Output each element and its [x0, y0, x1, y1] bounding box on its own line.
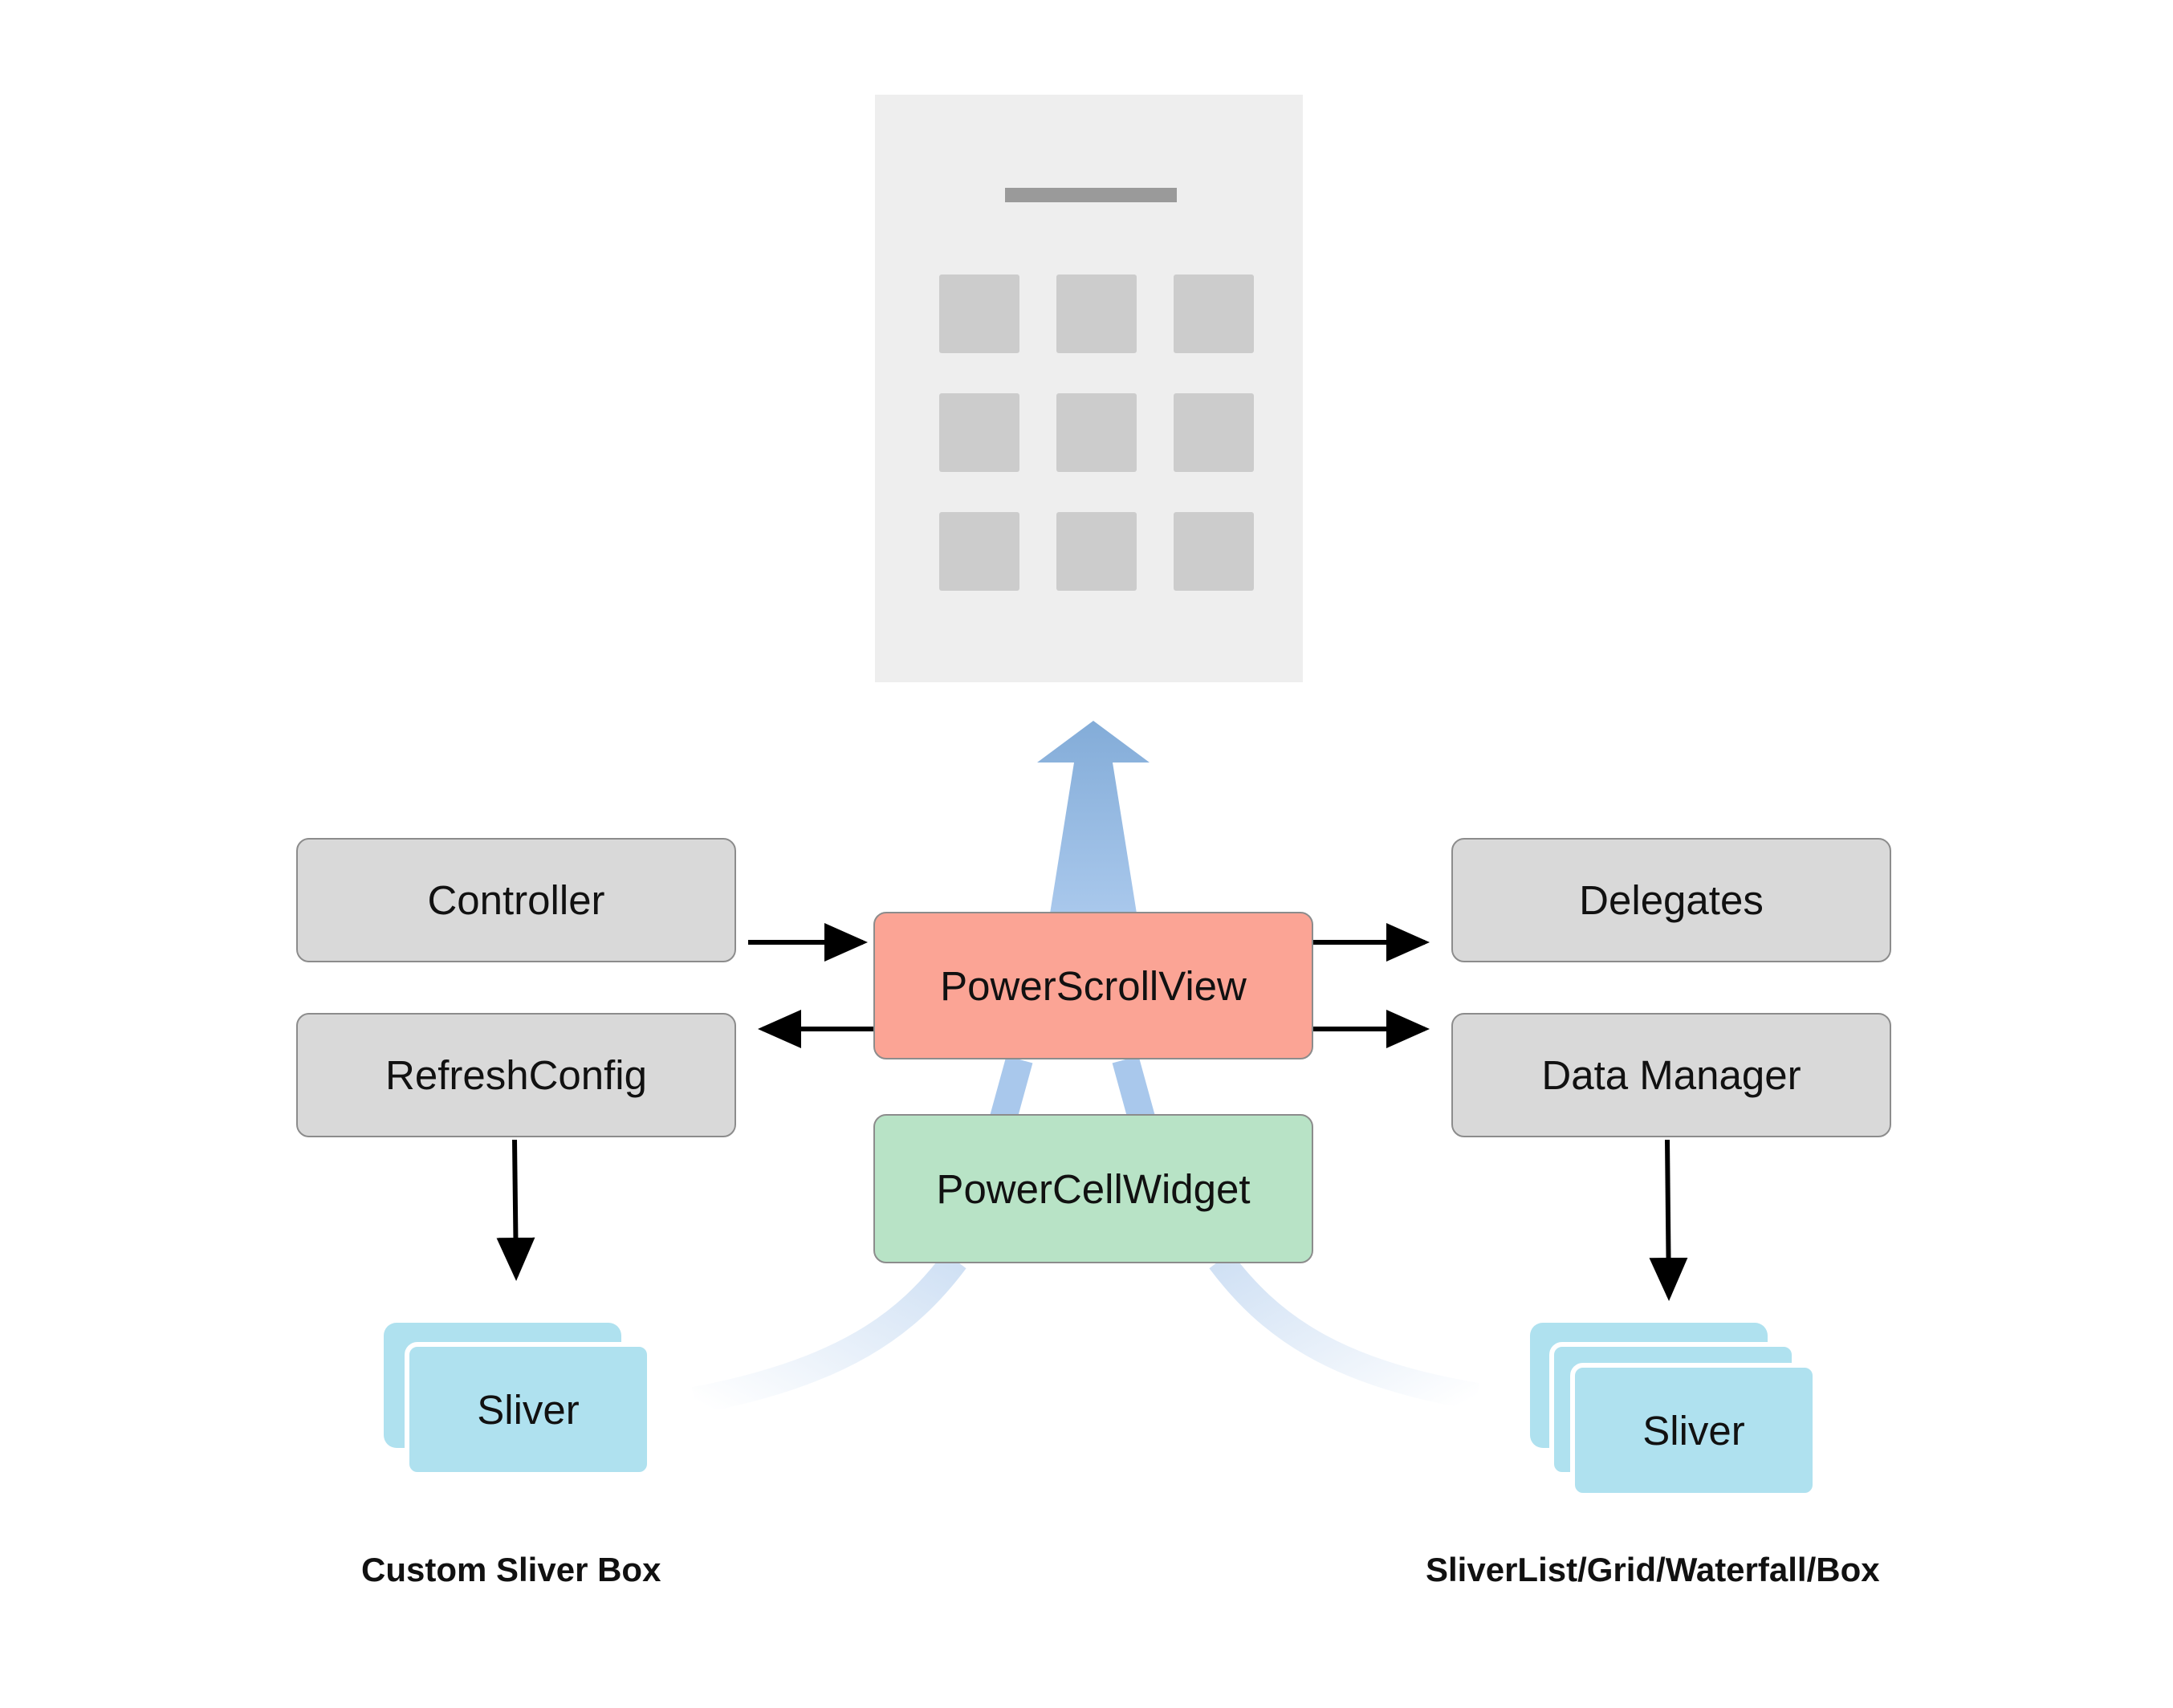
grid-tile	[939, 274, 1019, 353]
sliver-card-front	[1570, 1363, 1817, 1498]
flow-curve-left	[691, 1251, 966, 1414]
refresh-config-box: RefreshConfig	[296, 1013, 736, 1137]
power-scroll-view-box: PowerScrollView	[873, 912, 1313, 1059]
sliver-card-front	[405, 1342, 652, 1477]
power-cell-widget-label: PowerCellWidget	[936, 1165, 1251, 1212]
controller-label: Controller	[427, 877, 605, 923]
grid-tile	[1056, 512, 1137, 591]
delegates-box: Delegates	[1451, 838, 1891, 962]
sliver-right-label: Sliver	[1642, 1407, 1745, 1454]
power-scroll-view-label: PowerScrollView	[940, 962, 1247, 1009]
grid-tile	[1174, 512, 1254, 591]
flow-curve-right	[1209, 1251, 1479, 1410]
power-cell-widget-box: PowerCellWidget	[873, 1114, 1313, 1263]
grid-tile	[1056, 393, 1137, 472]
sliver-left-label: Sliver	[477, 1386, 580, 1433]
delegates-label: Delegates	[1579, 877, 1764, 923]
data-manager-box: Data Manager	[1451, 1013, 1891, 1137]
arrow-datamanager-to-sliver	[1649, 1139, 1688, 1301]
caption-sliver-list-grid: SliverList/Grid/Waterfall/Box	[1426, 1551, 1880, 1588]
controller-box: Controller	[296, 838, 736, 962]
caption-custom-sliver-box: Custom Sliver Box	[361, 1551, 661, 1588]
data-manager-label: Data Manager	[1541, 1052, 1801, 1098]
refresh-config-label: RefreshConfig	[385, 1052, 647, 1098]
flow-arrow-up	[1037, 721, 1150, 913]
grid-tile	[1174, 274, 1254, 353]
grid-tile	[1056, 274, 1137, 353]
screen-mockup	[875, 95, 1303, 682]
screen-title-bar	[1005, 188, 1177, 202]
flow-leg-left	[988, 1055, 1033, 1128]
arrow-refreshconfig-to-sliver	[496, 1139, 535, 1281]
grid-tile	[939, 512, 1019, 591]
grid-tile	[939, 393, 1019, 472]
flow-leg-right	[1112, 1055, 1157, 1128]
grid-tile	[1174, 393, 1254, 472]
